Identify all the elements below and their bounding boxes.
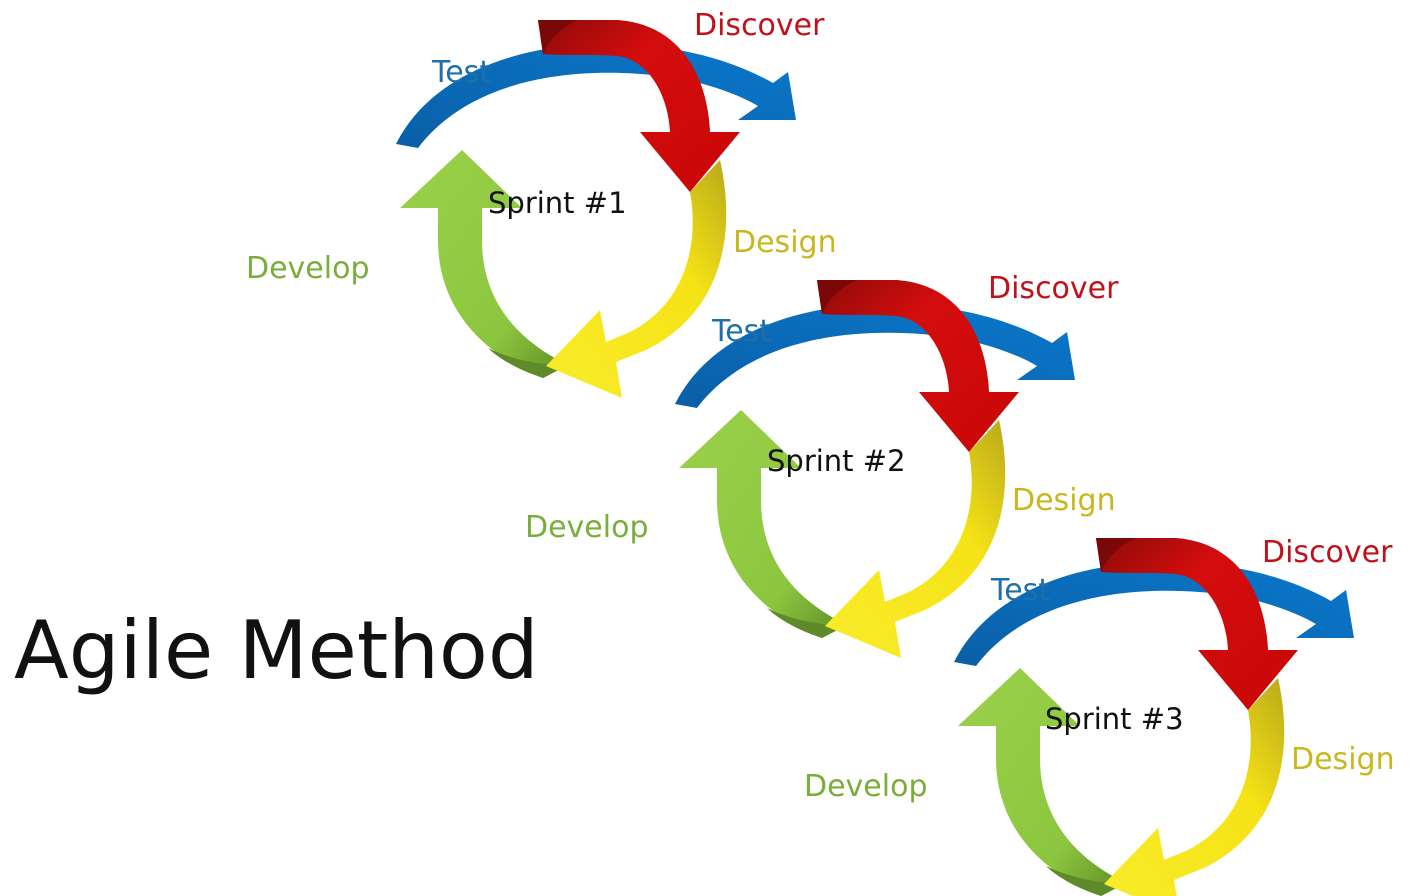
sprint-2-discover-label: Discover [988,271,1119,306]
sprint-2-title: Sprint #2 [767,444,906,478]
sprint-2-design-label: Design [1012,483,1116,518]
sprint-1-design-label: Design [733,225,837,260]
sprint-3-design-label: Design [1291,742,1395,777]
sprint-3-test-label: Test [990,573,1050,608]
sprint-1-title: Sprint #1 [488,186,627,220]
sprint-1-discover-label: Discover [694,8,825,43]
sprint-2-develop-label: Develop [525,510,649,545]
sprint-2-test-label: Test [711,314,771,349]
sprint-1-develop-label: Develop [246,251,370,286]
sprint-3-title: Sprint #3 [1045,702,1184,736]
sprint-1-test-label: Test [431,55,491,90]
sprint-3-develop-label: Develop [804,769,928,804]
page-title: Agile Method [14,604,539,697]
sprint-3-discover-label: Discover [1262,535,1393,570]
